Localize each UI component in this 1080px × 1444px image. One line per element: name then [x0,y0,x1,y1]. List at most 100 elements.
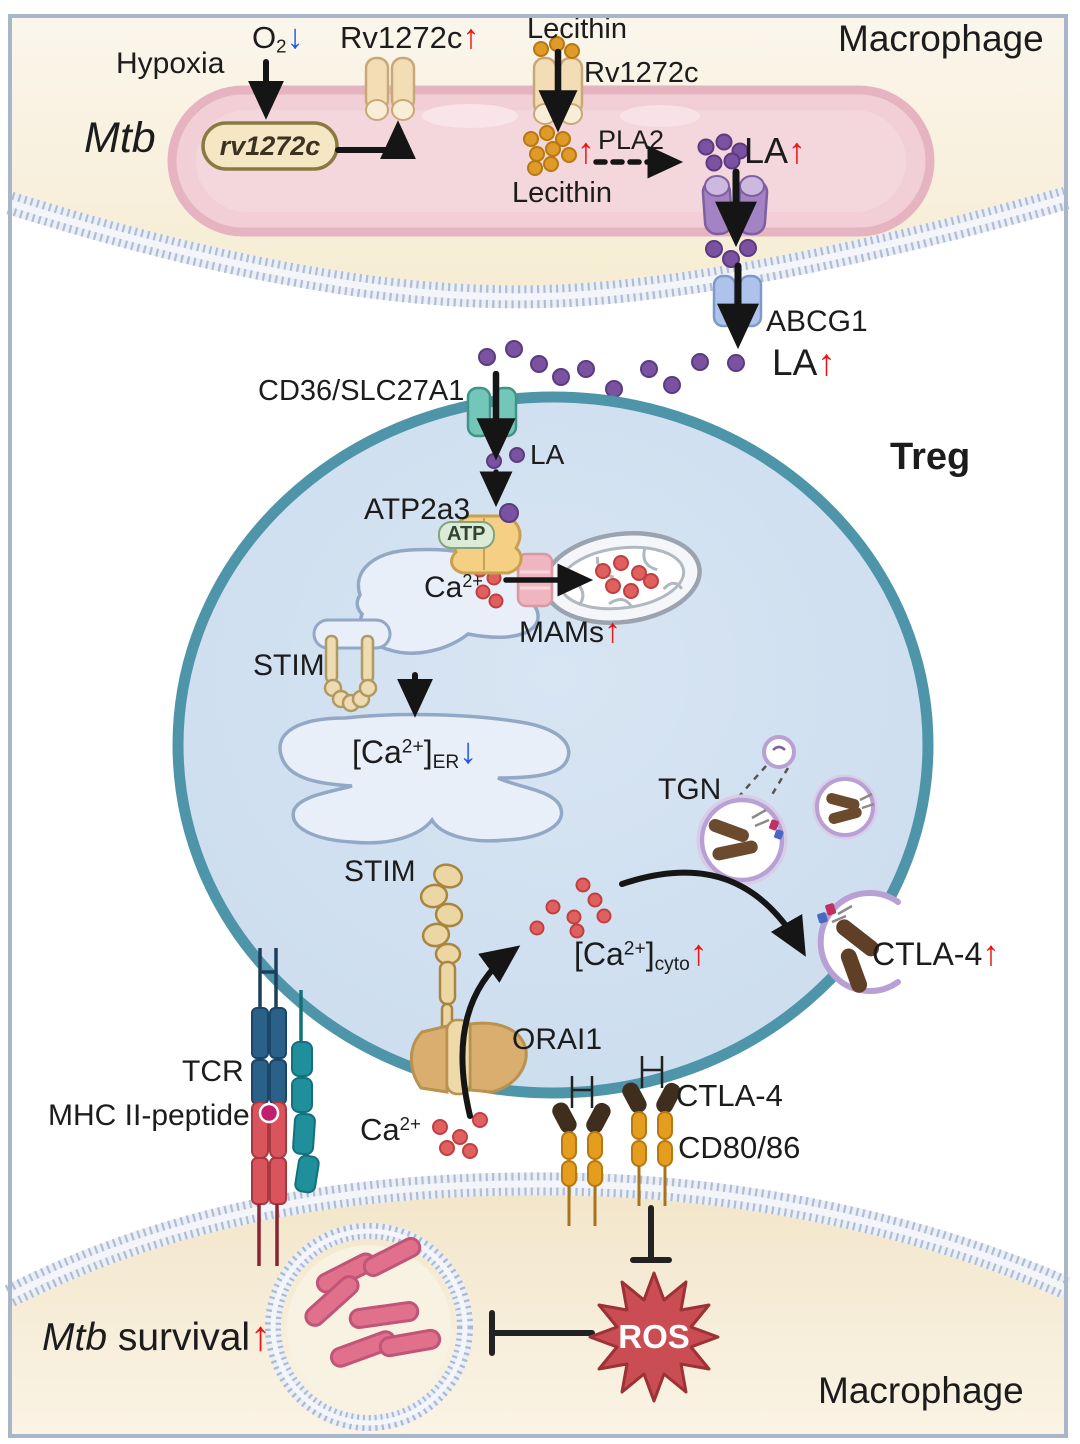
macrophage-bottom-membrane [4,1172,1071,1307]
ca-er-label: [Ca2+]ER↓ [352,732,477,773]
stim-lower-label: STIM [344,855,416,888]
ca-er-down-arrow-icon: ↓ [459,730,478,771]
la-treg-label: LA [530,439,565,470]
la-mtb-up-arrow-icon: ↑ [788,130,807,171]
ca-er-sub: ER [432,751,460,773]
treg-title: Treg [890,436,971,478]
rv1272c-transporter-icon [364,56,416,121]
stim-upper-icon [323,634,378,713]
atp-badge: ATP [438,521,495,549]
orai1-channel-icon [409,1018,528,1096]
ros-star-icon [588,1271,720,1403]
rv1272c-transporter-label: Rv1272c [584,57,699,89]
mams-up-arrow-icon: ↑ [604,612,621,650]
hypoxia-label: Hypoxia [116,47,225,80]
mtb-label: Mtb [84,114,156,162]
mams-label: MAMs↑ [519,612,621,650]
rv1272c-up-text: Rv1272c [340,20,463,55]
ca-out-base: Ca [360,1112,400,1148]
tcr-complex [251,948,320,1194]
pla2-label: PLA2 [598,125,665,155]
cd36-label: CD36/SLC27A1 [258,375,465,407]
rv1272c-up-label: Rv1272c↑ [340,18,480,56]
ctla4-up-label: CTLA-4↑ [872,934,1000,973]
arrow-ca-to-ctla4 [619,869,806,957]
er-lower [278,712,571,845]
la-dots-mtb [697,133,749,172]
ca-cyto-up-arrow-icon: ↑ [689,932,708,973]
o2-base: O [252,20,277,55]
stim-lower-icon [419,863,464,1034]
ca-cyto-sub: cyto [654,953,690,975]
o2-sub: 2 [276,35,287,57]
mhc-ii-peptide-complex [251,1101,287,1266]
rv1272c-up-arrow-icon: ↑ [462,18,480,56]
ca-er-post: ] [423,734,433,770]
mtb-survival-rest: survival [107,1316,251,1359]
ctla4-cd8086-pair-left [552,1076,611,1226]
ros-label: ROS [618,1318,690,1355]
mtb-survival-italic: Mtb [42,1316,108,1359]
ca-cyto-label: [Ca2+]cyto↑ [574,934,708,975]
la-mtb-text: LA [744,130,789,171]
la-gap-label: LA↑ [772,342,836,383]
mtb-bacteria-rods [304,1236,442,1368]
ca-sup: 2+ [462,571,483,592]
calcium-dots-mito [595,555,659,599]
ca-er-sup: 2+ [401,736,424,758]
macrophage-bottom-title: Macrophage [818,1370,1024,1411]
tgn-label: TGN [658,773,722,806]
la-dots-gap [478,340,745,398]
ca-cyto-pre: [Ca [574,936,624,972]
ctla4-molecule-surface [817,903,880,993]
ctla4-pair-label: CTLA-4 [676,1078,783,1113]
la-gap-text: LA [772,342,818,383]
ca-base: Ca [424,571,463,604]
lecithin-inner-label: Lecithin [512,177,612,209]
macrophage-top-membrane [6,186,1070,309]
rv1272c-gene-label: rv1272c [219,131,321,161]
cd8086-label: CD80/86 [678,1130,801,1165]
arrow-gene-to-transporter [335,120,416,160]
atp2a3-label: ATP2a3 [364,493,471,526]
mtb-survival-up-arrow-icon: ↑ [250,1312,272,1359]
la-gap-up-arrow-icon: ↑ [817,342,836,383]
orai1-label: ORAI1 [512,1023,603,1056]
inhibit-cd8086-to-ros [630,1205,672,1263]
ctla4-fusion-vesicle [817,890,920,994]
phagosome [265,1223,473,1431]
lecithin-up-arrow-icon: ↑ [577,130,595,171]
arrows [248,48,806,1119]
ctla4-molecule-large-vesicle [708,808,784,861]
ctla4-up-text: CTLA-4 [872,936,983,972]
tgn-vesicles [696,735,878,886]
stim-upper-label: STIM [253,649,325,682]
ctla4-cd8086-pair-right [622,1056,681,1206]
abcg1-label: ABCG1 [766,305,868,338]
cd3-chain [291,990,320,1194]
ca-out-label: Ca2+ [360,1112,421,1148]
mams-text: MAMs [519,616,604,649]
mtb-survival-label: Mtb survival↑ [42,1312,272,1359]
ca-er-pre: [Ca [352,734,402,770]
rv1272c-gene-box [201,121,339,171]
o2-down-arrow-icon: ↓ [286,18,304,56]
calcium-dots-out [432,1112,488,1159]
ca-cyto-sup: 2+ [623,938,646,960]
peptide-dot [258,1102,280,1124]
calcium-dots-cyto [529,877,612,939]
o2-label: O2↓ [252,18,304,57]
ca-cyto-post: ] [645,936,655,972]
mhc-label: MHC II-peptide [48,1099,250,1132]
inhibit-ros-to-phagosome [489,1310,595,1356]
inhibition-lines [489,1205,672,1356]
arrow-ca-influx [459,945,521,1119]
macrophage-top-title: Macrophage [838,18,1044,59]
ctla4-up-arrow-icon: ↑ [982,934,1000,973]
lecithin-top-label: Lecithin [527,13,627,45]
ctla4-molecule-medium-vesicle [826,792,875,824]
ca-out-sup: 2+ [399,1113,421,1134]
tcr-label: TCR [182,1055,244,1088]
